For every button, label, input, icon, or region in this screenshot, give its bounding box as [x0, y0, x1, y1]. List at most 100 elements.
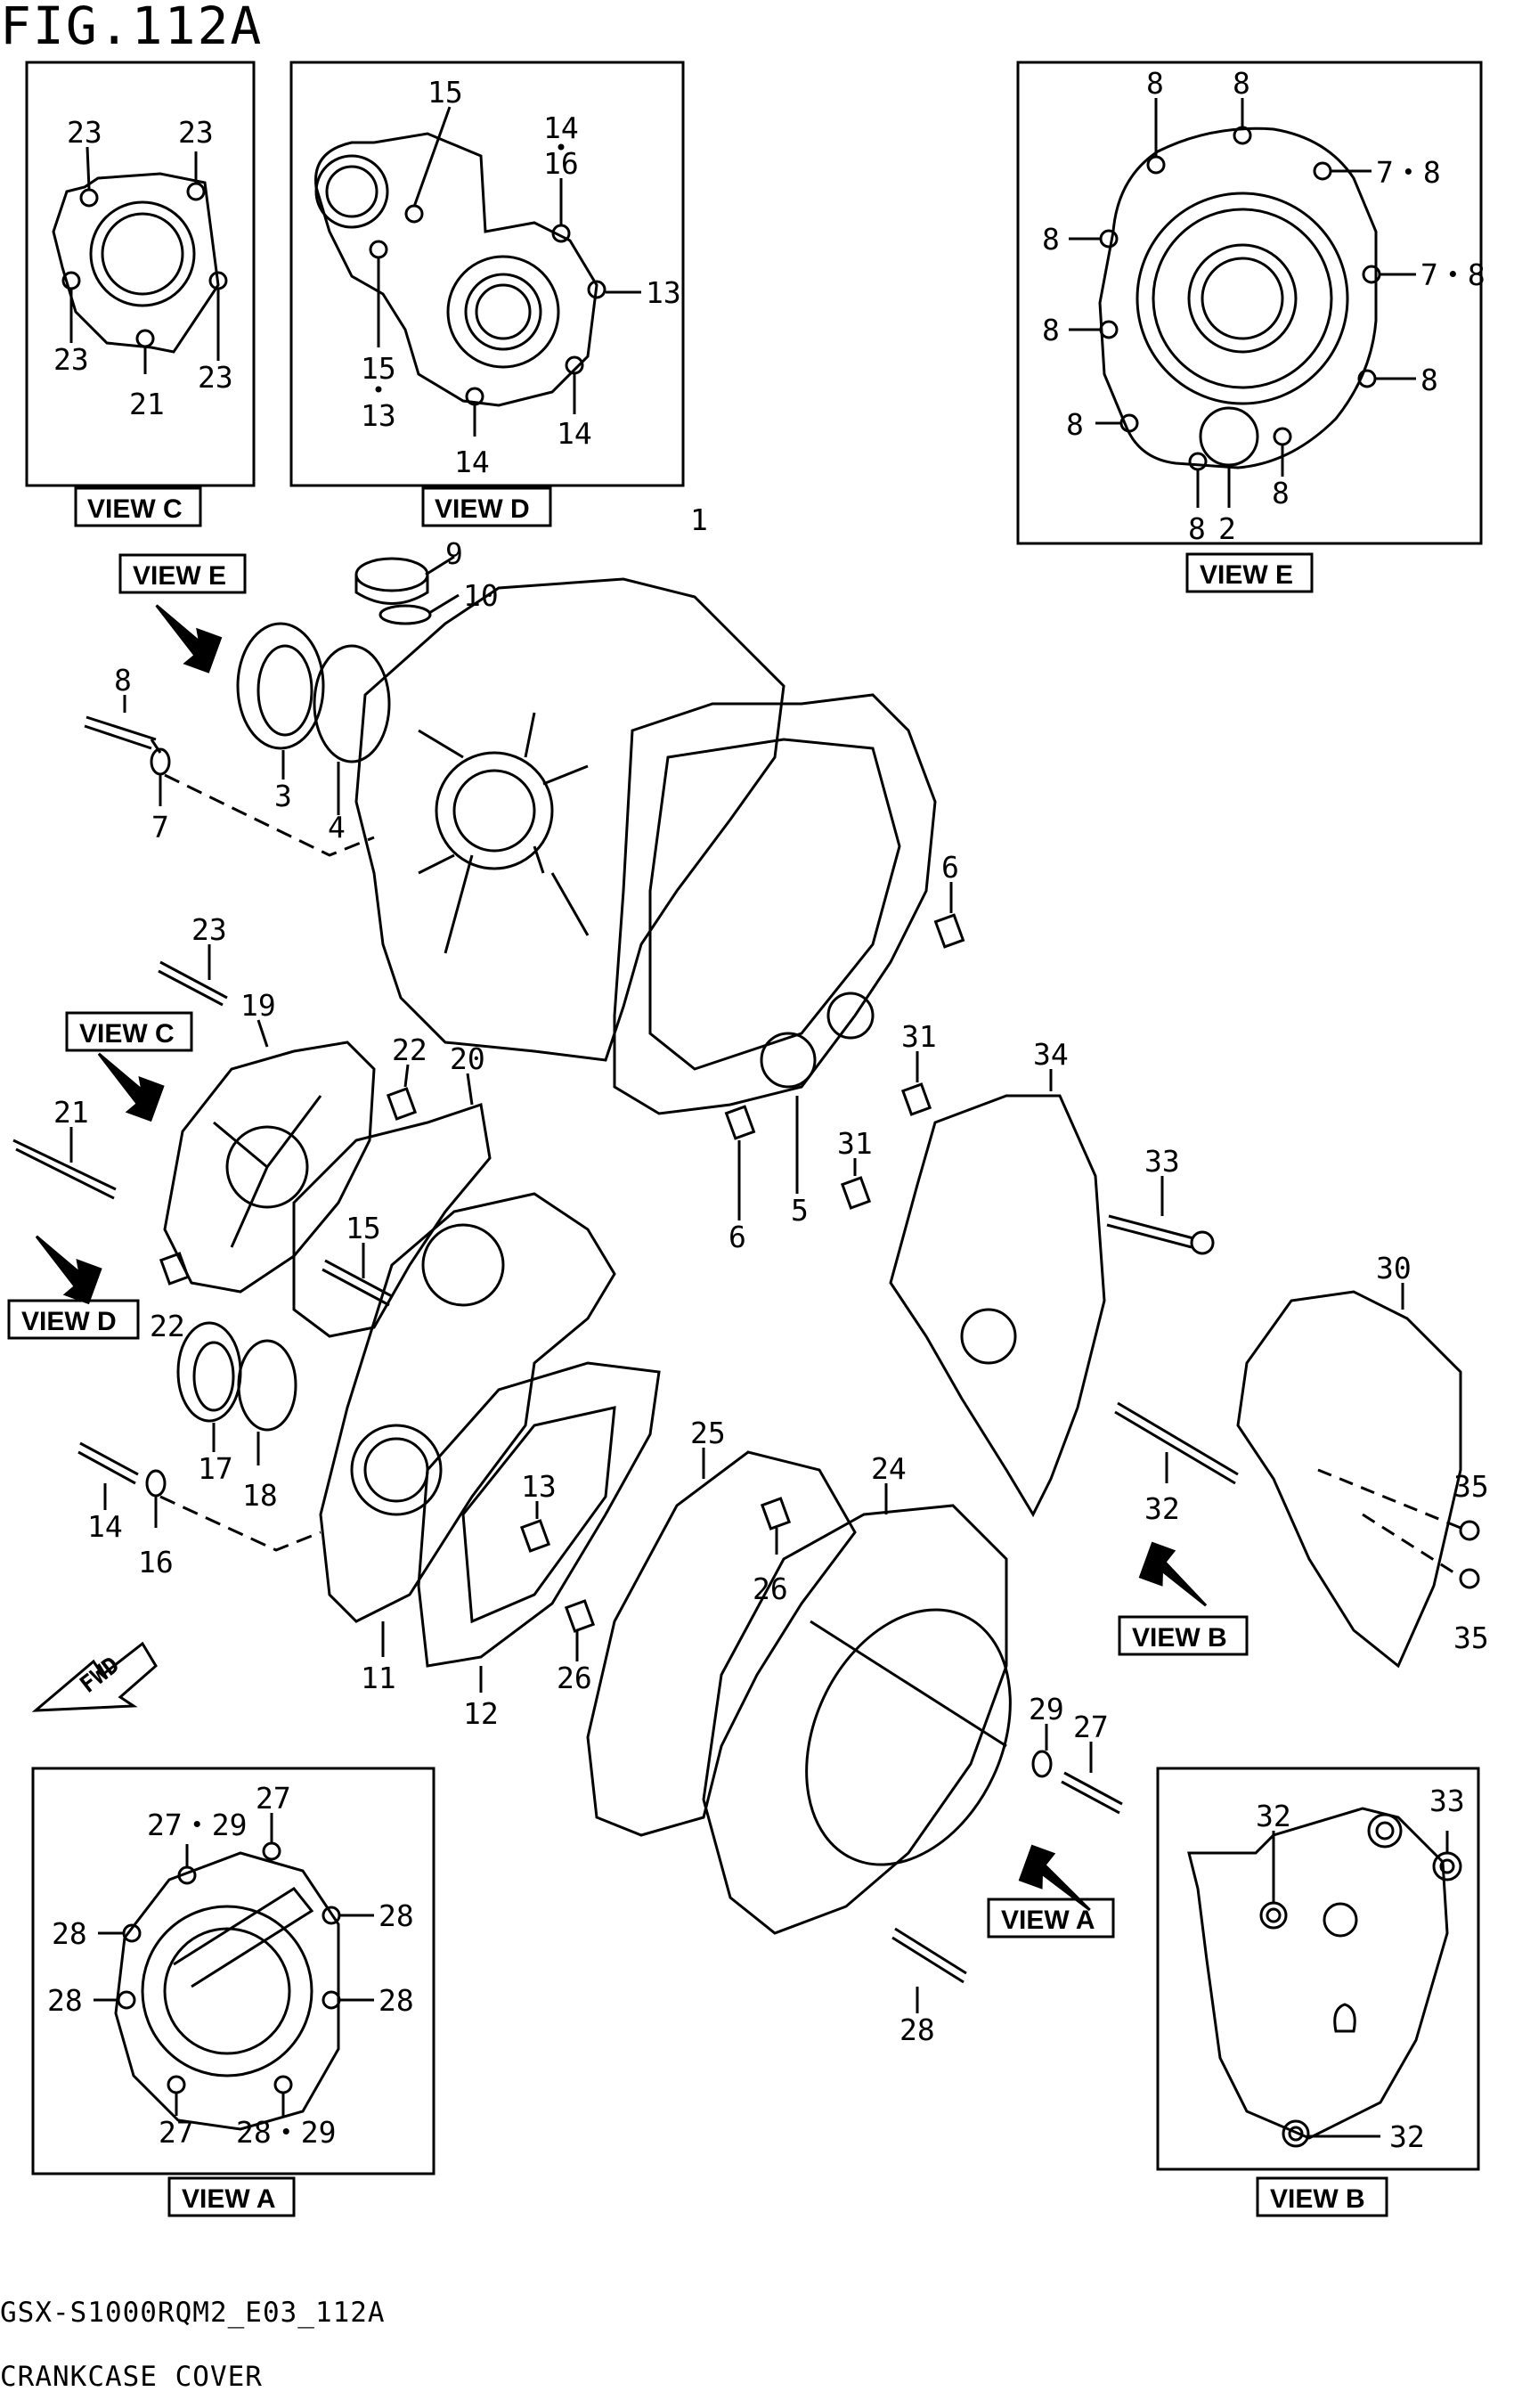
callout-label: 24: [871, 1451, 907, 1486]
washer-7: [150, 747, 171, 776]
bolt-27: [1061, 1771, 1123, 1815]
o-ring-10: [378, 604, 432, 625]
bracket-34: [889, 1094, 1106, 1518]
bolt-hole: [61, 271, 81, 290]
dowel-pin-6: [933, 913, 965, 949]
bolt-hole: [322, 1906, 341, 1925]
callout-label: 3: [274, 779, 292, 813]
bolt-hole: [262, 1841, 281, 1861]
callout-label: 1: [690, 502, 708, 537]
callout-label: 11: [361, 1661, 396, 1695]
callout-label: 13: [521, 1469, 557, 1504]
bolt-hole: [1273, 427, 1292, 446]
o-ring-18: [237, 1339, 297, 1432]
bolt-35b: [1459, 1568, 1480, 1589]
callout-label: 35: [1453, 1620, 1489, 1655]
model-code: GSX-S1000RQM2_E03_112A: [0, 2297, 386, 2329]
callout-label: 12: [463, 1696, 499, 1731]
view-b-bracket-outline: [1187, 1807, 1449, 2140]
callout-label: 19: [240, 988, 276, 1023]
plug-3: [236, 622, 325, 750]
bolt-hole: [587, 280, 606, 299]
bolt-hole: [369, 240, 388, 259]
view-e-direction-arrow: [155, 604, 223, 673]
callout-label: 13: [361, 398, 396, 433]
view-c-direction-arrow: [97, 1052, 165, 1122]
bolt-hole: [273, 2075, 293, 2094]
bolt-hole: [1099, 229, 1119, 249]
bolt-hole: [465, 387, 484, 406]
callout-label: 25: [690, 1416, 726, 1450]
cover-24-cutline: [810, 1620, 1007, 1748]
view-e-inspection-plug: [1199, 406, 1259, 467]
view-d-direction-arrow: [35, 1235, 102, 1305]
bolt-14: [77, 1441, 139, 1485]
starter-housing-11: [319, 1192, 616, 1623]
callout-label: 8: [1188, 511, 1206, 546]
view-e-caption-box: [1185, 552, 1314, 593]
callout-label: 33: [1429, 1784, 1465, 1818]
view-b-mount-lower: [1282, 2119, 1310, 2148]
bolt-hole: [1188, 452, 1208, 471]
view-a-caption-box: [167, 2176, 296, 2217]
dowel-26b: [760, 1497, 792, 1531]
view-b-mount-upper: [1432, 1851, 1462, 1882]
callout-label: 28: [52, 1916, 87, 1951]
callout-label: 13: [646, 275, 681, 310]
callout-label: 14: [87, 1509, 123, 1544]
bolt-hole: [177, 1865, 197, 1885]
callout-label: 8: [1042, 222, 1060, 257]
callout-label: 22: [392, 1033, 427, 1067]
figure-title: FIG.112A: [0, 0, 264, 56]
dowel-31: [900, 1082, 932, 1116]
callout-label: 29: [1029, 1692, 1064, 1726]
callout-label: 7: [151, 810, 169, 845]
view-b-frame: [1156, 1767, 1480, 2171]
gasket-5: [613, 693, 937, 1115]
view-e-caption: VIEW E: [1200, 560, 1293, 590]
callout-label: 21: [53, 1095, 89, 1130]
bolt-hole: [565, 355, 584, 375]
bolt-33: [1106, 1214, 1194, 1249]
callout-label: 28・29: [236, 2115, 336, 2150]
main-callouts: 1 9 10 8 3 4 7 6 23 19 22 20 21 15 22 31…: [53, 502, 1489, 2047]
bolt-hole: [322, 1990, 341, 2010]
view-b-arrow-caption: VIEW B: [1132, 1623, 1227, 1653]
fwd-arrow: [31, 1641, 158, 1712]
callout-label: 18: [242, 1478, 278, 1513]
dowel-13: [519, 1519, 551, 1553]
dowel-22: [386, 1087, 418, 1121]
callout-label: 7・8: [1376, 155, 1441, 190]
callout-label: 9: [445, 536, 463, 571]
view-b-boss: [1367, 1813, 1403, 1849]
view-d-inset: 15 14 16 13 15 13 14 14 VIEW D: [289, 61, 685, 527]
callout-label: 22: [150, 1309, 185, 1343]
view-a-cover-outline: [114, 1851, 340, 2131]
callout-label: 28: [47, 1983, 83, 2018]
dowel-26: [564, 1599, 596, 1633]
bolt-15: [322, 1259, 393, 1307]
callout-label: 23: [178, 115, 214, 150]
view-c-caption-box: [74, 486, 202, 527]
view-c-frame: [25, 61, 256, 487]
bolt-hole: [404, 204, 424, 224]
callout-label: 15: [361, 351, 396, 386]
view-c-bearing-bore: [89, 200, 196, 307]
dowel-22b: [159, 1252, 191, 1286]
o-ring-4: [313, 644, 391, 763]
bolt-hole: [1099, 320, 1119, 339]
callout-label: 23: [191, 912, 227, 947]
view-d-arrow-box: [7, 1299, 140, 1340]
bolt-hole: [186, 182, 206, 201]
gasket-20: [292, 1103, 492, 1338]
callout-label: 32: [1256, 1799, 1291, 1833]
view-e-cover-outline: [1098, 127, 1378, 469]
callout-label: 15: [427, 75, 463, 110]
callout-label: 28: [378, 1983, 414, 2018]
view-a-main-bore: [141, 1905, 313, 2077]
callout-label: 2: [1218, 511, 1236, 546]
clutch-cover-24: [702, 1504, 1008, 1935]
view-d-small-bore: [314, 154, 389, 229]
callout-label: 8: [1146, 66, 1164, 101]
